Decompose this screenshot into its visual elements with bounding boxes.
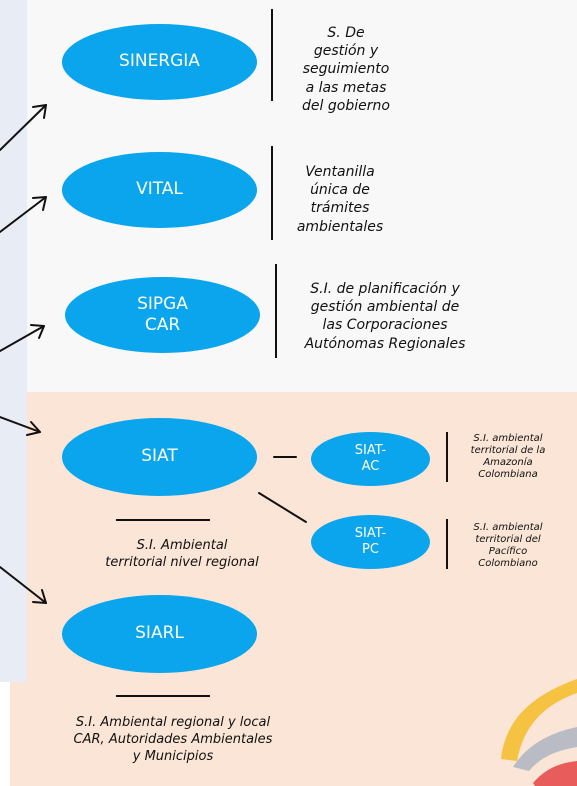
divider-siat-pc: [446, 519, 448, 569]
node-sipga-car: SIPGA CAR: [65, 277, 260, 353]
node-siat-label: SIAT: [141, 446, 178, 467]
desc-line: Colombiana: [478, 469, 538, 480]
divider-sipga: [275, 264, 277, 358]
desc-line: única de: [310, 182, 370, 199]
node-sinergia-label: SINERGIA: [119, 51, 200, 72]
node-vital: VITAL: [62, 152, 257, 228]
node-siat: SIAT: [62, 418, 257, 496]
desc-line: y Municipios: [132, 748, 214, 764]
logo-swoosh-red: [533, 761, 577, 786]
desc-line: Ventanilla: [305, 164, 375, 180]
desc-line: Pacífico: [488, 546, 528, 557]
node-sipga-label-line: CAR: [144, 315, 181, 335]
desc-line: las Corporaciones: [322, 317, 448, 334]
node-siat-pc: SIAT- PC: [311, 515, 430, 569]
desc-sipga: S.I. de planificación y gestión ambienta…: [283, 280, 487, 353]
desc-line: Colombiano: [478, 558, 538, 569]
divider-sinergia: [271, 9, 273, 101]
corner-logo: [501, 679, 577, 786]
desc-line: S.I. Ambiental regional y local: [75, 715, 271, 730]
arrow-to-siat: [0, 416, 41, 436]
desc-siarl: S.I. Ambiental regional y local CAR, Aut…: [28, 715, 318, 766]
left-strip: [0, 0, 27, 682]
desc-line: trámites: [310, 200, 370, 217]
desc-line: territorial nivel regional: [105, 554, 259, 570]
desc-line: CAR, Autoridades Ambientales: [73, 731, 273, 747]
desc-line: S.I. de planificación y: [310, 281, 460, 297]
logo-swoosh-yellow: [501, 679, 577, 761]
node-siat-pc-label-line: SIAT-: [354, 525, 387, 541]
desc-line: Autónomas Regionales: [304, 335, 466, 352]
desc-siat-pc: S.I. ambiental territorial del Pacífico …: [453, 522, 563, 570]
node-sinergia: SINERGIA: [62, 24, 257, 100]
desc-line: gestión y: [313, 43, 379, 60]
divider-vital: [271, 146, 273, 240]
desc-line: ambientales: [296, 218, 384, 235]
desc-line: a las metas: [305, 79, 387, 96]
desc-line: del gobierno: [302, 97, 390, 114]
node-siat-ac: SIAT- AC: [311, 432, 430, 486]
desc-siat-ac: S.I. ambiental territorial de la Amazoní…: [453, 433, 563, 481]
node-sipga-label-line: SIPGA: [137, 293, 188, 314]
connector-siat-pc: [258, 492, 307, 523]
node-vital-label: VITAL: [136, 179, 183, 200]
desc-line: seguimiento: [302, 61, 390, 78]
desc-vital: Ventanilla única de trámites ambientales: [280, 163, 400, 236]
desc-line: S.I. ambiental: [473, 522, 543, 533]
desc-line: gestión ambiental de: [310, 299, 460, 316]
node-siat-ac-label-line: AC: [361, 459, 380, 474]
underline-siat: [116, 519, 210, 521]
desc-line: territorial de la: [470, 445, 546, 456]
node-siarl: SIARL: [62, 595, 257, 673]
desc-siat: S.I. Ambiental territorial nivel regiona…: [72, 538, 292, 572]
divider-siat-ac: [446, 432, 448, 482]
desc-line: S.I. ambiental: [473, 433, 543, 444]
arrow-to-siarl: [0, 566, 47, 604]
desc-sinergia: S. De gestión y seguimiento a las metas …: [280, 24, 412, 115]
arrow-to-sinergia: [0, 104, 47, 151]
node-siat-ac-label-line: SIAT-: [354, 442, 387, 458]
underline-siarl: [116, 695, 210, 697]
desc-line: S. De: [327, 25, 365, 41]
arrow-to-sipga: [0, 324, 45, 352]
desc-line: Amazonía: [483, 457, 533, 468]
node-siarl-label: SIARL: [135, 623, 184, 644]
arrow-to-vital: [0, 196, 47, 233]
desc-line: S.I. Ambiental: [136, 538, 228, 553]
desc-line: territorial del: [475, 534, 541, 545]
node-siat-pc-label-line: PC: [362, 542, 379, 557]
logo-swoosh-gray: [513, 727, 577, 771]
